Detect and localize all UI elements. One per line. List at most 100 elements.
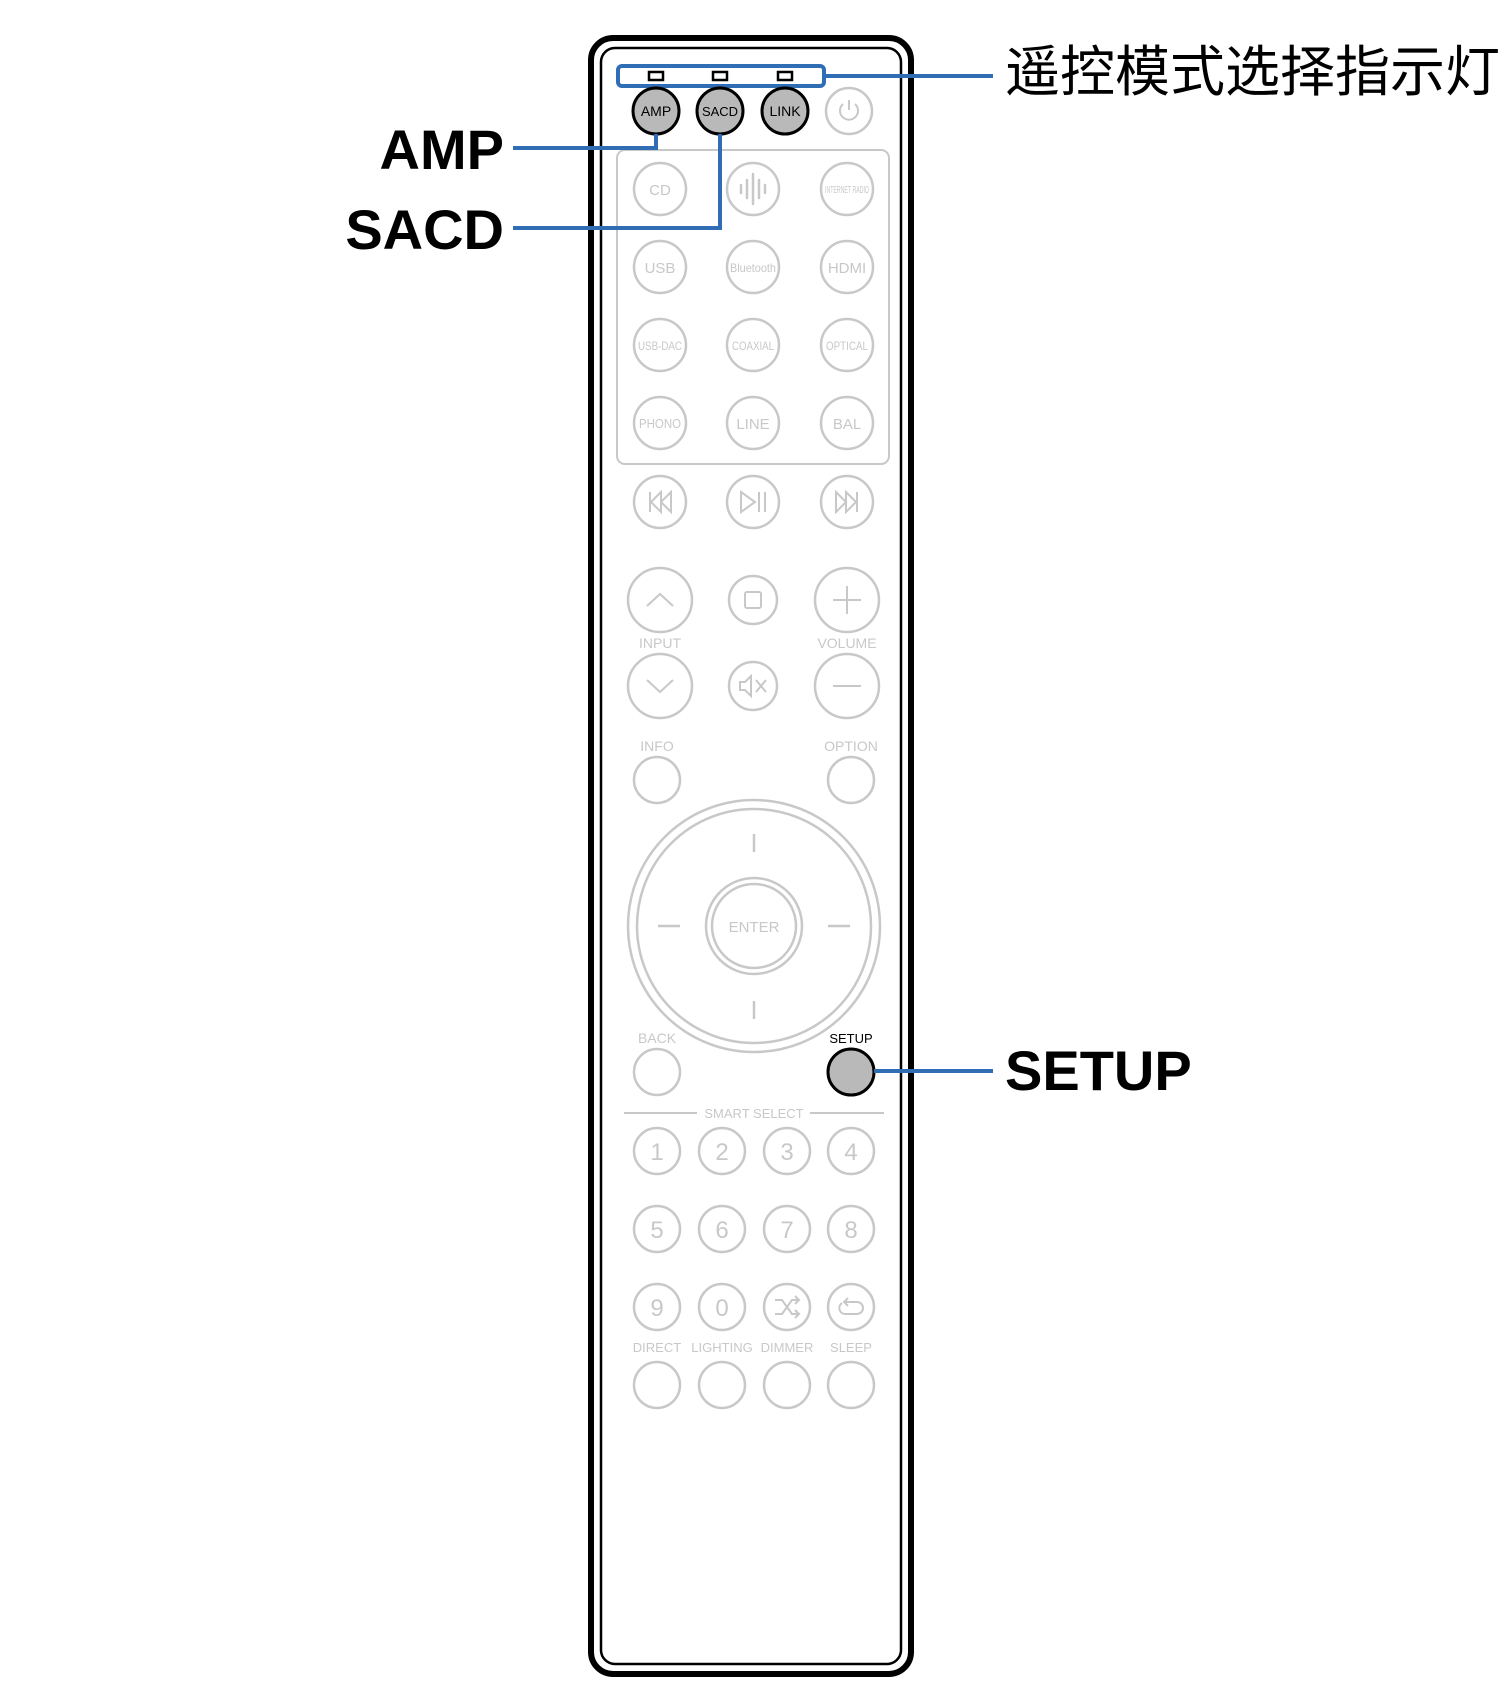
number-key-9[interactable]: 9 (632, 1282, 682, 1332)
volume-up-button[interactable] (813, 566, 881, 634)
bluetooth-button[interactable]: Bluetooth (725, 239, 781, 295)
info-button[interactable] (632, 755, 682, 805)
sacd-callout: SACD (345, 198, 504, 261)
heos-button[interactable] (725, 161, 781, 217)
dimmer-button[interactable] (762, 1360, 812, 1410)
setup-button[interactable] (826, 1047, 876, 1097)
number-key-4-label: 4 (844, 1139, 857, 1166)
number-key-6-label: 6 (715, 1217, 728, 1244)
random-button[interactable] (762, 1282, 812, 1332)
coaxial-button[interactable]: COAXIAL (725, 317, 781, 373)
bluetooth-label: Bluetooth (730, 261, 776, 275)
hdmi-button[interactable]: HDMI (819, 239, 875, 295)
number-key-5-label: 5 (650, 1217, 663, 1244)
stop-icon (744, 591, 762, 609)
mute-icon (739, 673, 767, 699)
number-key-1-label: 1 (650, 1139, 663, 1166)
line-label: LINE (736, 416, 769, 433)
plus-icon (833, 586, 861, 614)
input-down-button[interactable] (626, 652, 694, 720)
enter-button[interactable]: ENTER (704, 876, 804, 976)
number-key-7-label: 7 (780, 1217, 793, 1244)
optical-button[interactable]: OPTICAL (819, 317, 875, 373)
coaxial-label: COAXIAL (732, 339, 774, 353)
sacd-indicator-led (711, 70, 729, 82)
repeat-button[interactable] (826, 1282, 876, 1332)
number-key-2[interactable]: 2 (697, 1126, 747, 1176)
number-key-8[interactable]: 8 (826, 1204, 876, 1254)
phono-label: PHONO (639, 416, 681, 431)
amp-button-label: AMP (641, 103, 671, 119)
usb-dac-button[interactable]: USB-DAC (632, 317, 688, 373)
number-key-5[interactable]: 5 (632, 1204, 682, 1254)
play-pause-icon (740, 490, 766, 514)
chevron-down-icon (646, 679, 674, 694)
sleep-button[interactable] (826, 1360, 876, 1410)
shuffle-icon (775, 1295, 801, 1319)
link-indicator-led (776, 70, 794, 82)
number-key-7[interactable]: 7 (762, 1204, 812, 1254)
repeat-icon (838, 1297, 864, 1315)
enter-label: ENTER (729, 919, 780, 936)
bal-button[interactable]: BAL (819, 395, 875, 451)
smart-select-label: SMART SELECT (704, 1106, 803, 1121)
line-button[interactable]: LINE (725, 395, 781, 451)
chevron-up-icon (646, 592, 674, 607)
number-key-4[interactable]: 4 (826, 1126, 876, 1176)
link-button-label: LINK (769, 103, 801, 119)
next-button[interactable] (819, 474, 875, 530)
phono-button[interactable]: PHONO (632, 395, 688, 451)
direct-button[interactable] (632, 1360, 682, 1410)
sleep-label: SLEEP (830, 1340, 872, 1355)
sacd-leader-line (513, 134, 722, 230)
lighting-label: LIGHTING (691, 1340, 752, 1355)
back-label: BACK (638, 1030, 677, 1046)
indicator-callout: 遥控模式选择指示灯 (1005, 41, 1501, 103)
sacd-button[interactable]: SACD (695, 86, 745, 136)
amp-leader-line (513, 134, 658, 150)
setup-callout: SETUP (1005, 1039, 1192, 1102)
number-key-9-label: 9 (650, 1295, 663, 1322)
number-key-3-label: 3 (780, 1139, 793, 1166)
dimmer-label: DIMMER (761, 1340, 814, 1355)
hdmi-label: HDMI (828, 260, 866, 277)
previous-icon (649, 489, 672, 515)
internet-radio-button[interactable]: INTERNET RADIO (819, 161, 875, 217)
input-label: INPUT (639, 635, 681, 651)
back-button[interactable] (632, 1047, 682, 1097)
number-key-3[interactable]: 3 (762, 1126, 812, 1176)
power-icon (839, 103, 859, 121)
power-button[interactable] (824, 86, 874, 136)
cd-label: CD (649, 182, 671, 199)
lighting-button[interactable] (697, 1360, 747, 1410)
usb-button[interactable]: USB (632, 239, 688, 295)
stop-button[interactable] (727, 574, 779, 626)
optical-label: OPTICAL (826, 339, 868, 353)
previous-button[interactable] (632, 474, 688, 530)
number-key-8-label: 8 (844, 1217, 857, 1244)
link-button[interactable]: LINK (760, 86, 810, 136)
cd-button[interactable]: CD (632, 161, 688, 217)
play-pause-button[interactable] (725, 474, 781, 530)
bal-label: BAL (833, 416, 861, 433)
amp-callout: AMP (379, 118, 504, 181)
sacd-button-label: SACD (702, 104, 738, 119)
amp-button[interactable]: AMP (631, 86, 681, 136)
input-up-button[interactable] (626, 566, 694, 634)
number-key-0[interactable]: 0 (697, 1282, 747, 1332)
source-panel (616, 149, 890, 465)
number-key-1[interactable]: 1 (632, 1126, 682, 1176)
heos-icon (739, 172, 767, 206)
volume-down-button[interactable] (813, 652, 881, 720)
number-key-2-label: 2 (715, 1139, 728, 1166)
number-key-0-label: 0 (715, 1295, 728, 1322)
mute-button[interactable] (727, 660, 779, 712)
option-button[interactable] (826, 755, 876, 805)
next-icon (835, 489, 858, 515)
option-label: OPTION (824, 738, 878, 754)
internet-radio-label: INTERNET RADIO (825, 185, 869, 196)
usb-label: USB (645, 260, 676, 277)
number-key-6[interactable]: 6 (697, 1204, 747, 1254)
direct-label: DIRECT (633, 1340, 681, 1355)
